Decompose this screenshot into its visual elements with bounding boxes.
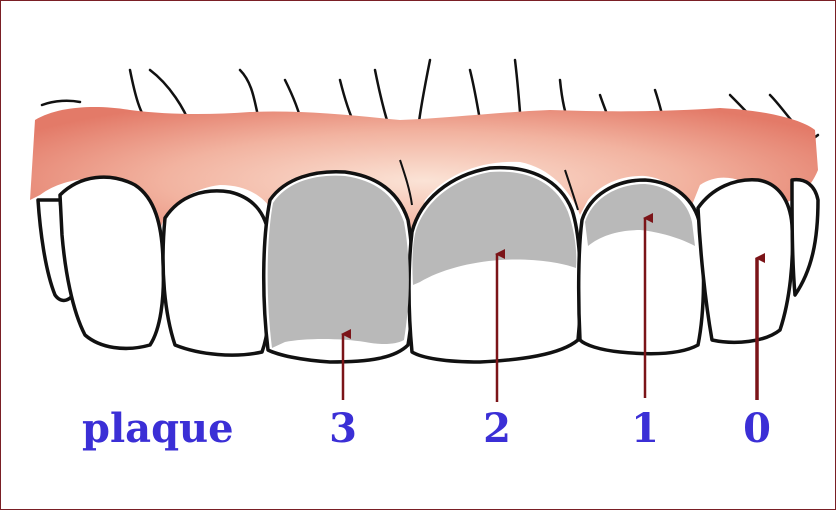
score-label-0: 0 [743,405,771,452]
plaque-score-3 [268,176,409,348]
plaque-label: plaque [82,405,234,452]
tooth-far-right [792,180,818,295]
tooth-left-lateral [60,177,163,348]
score-label-2: 2 [483,405,511,452]
tooth-score-0 [698,180,793,343]
tooth-left-2 [163,191,271,355]
score-label-3: 3 [329,405,357,452]
score-label-1: 1 [631,405,659,452]
